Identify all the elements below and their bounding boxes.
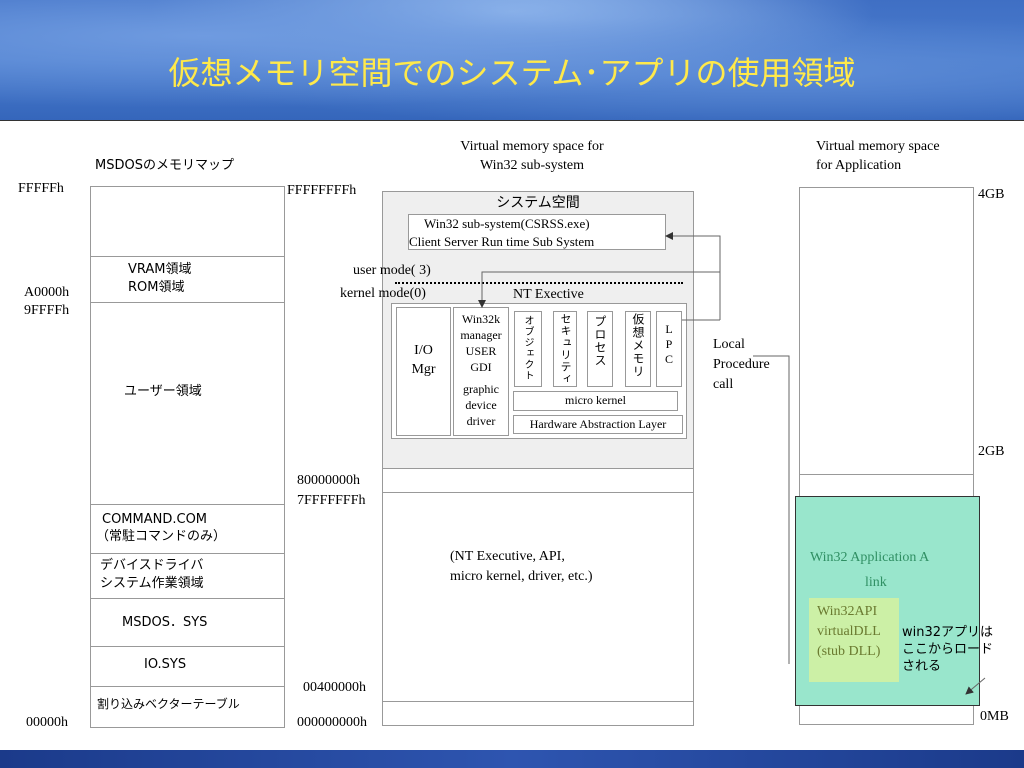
win32k-line-4: GDI xyxy=(470,360,492,374)
divider xyxy=(90,553,285,554)
msdos-device-driver: デバイスドライバ xyxy=(100,558,204,573)
msdos-msdos-sys: MSDOS．SYS xyxy=(122,615,208,630)
load-note-2: ここからロード xyxy=(902,642,994,657)
kernel-to-win32k-connector xyxy=(478,271,721,320)
kernel-mode-label: kernel mode(0) xyxy=(340,286,426,301)
security-label: セキュリティ xyxy=(559,313,572,385)
app-heading-1: Virtual memory space xyxy=(816,139,940,154)
win32-addr-00400000: 00400000h xyxy=(303,680,366,695)
divider xyxy=(90,646,285,647)
msdos-command-note: （常駐コマンドのみ） xyxy=(96,529,227,544)
msdos-vector-table: 割り込みベクターテーブル xyxy=(97,697,240,711)
dll-line-3: (stub DLL) xyxy=(817,644,881,659)
micro-kernel-label: micro kernel xyxy=(565,393,626,407)
msdos-addr-bottom: 00000h xyxy=(26,715,68,730)
graphic-line-2: device xyxy=(465,398,497,412)
win32-addr-top: FFFFFFFFh xyxy=(287,183,357,198)
msdos-system-work: システム作業領域 xyxy=(100,576,204,591)
graphic-line-3: driver xyxy=(466,414,496,428)
win32-addr-80000000: 80000000h xyxy=(297,473,360,488)
dll-line-2: virtualDLL xyxy=(817,624,881,639)
lpc-call-line-2: Procedure xyxy=(713,357,770,372)
footer-bar xyxy=(0,750,1024,768)
msdos-heading: MSDOSのメモリマップ xyxy=(95,158,234,173)
page-title: 仮想メモリ空間でのシステム･アプリの使用領域 xyxy=(168,54,856,92)
win32-addr-0: 000000000h xyxy=(297,715,367,730)
app-0mb-label: 0MB xyxy=(980,709,1009,724)
divider xyxy=(90,686,285,687)
graphic-line-1: graphic xyxy=(463,382,499,396)
csrss-box xyxy=(408,214,666,250)
application-name: Win32 Application A xyxy=(810,550,930,565)
divider xyxy=(382,701,694,702)
title-banner xyxy=(0,0,1024,120)
win32-heading-1: Virtual memory space for xyxy=(460,139,604,154)
divider xyxy=(799,474,974,475)
msdos-memory-column xyxy=(90,186,285,728)
virtual-memory-label: 仮想メモリ xyxy=(631,313,645,378)
msdos-user-area: ユーザー領域 xyxy=(124,384,202,399)
win32k-line-1: Win32k xyxy=(461,312,501,326)
divider xyxy=(90,256,285,257)
lpc-box xyxy=(656,311,682,387)
nt-executive-label: NT Exective xyxy=(513,287,584,302)
csrss-name: Win32 sub-system(CSRSS.exe) xyxy=(424,216,590,231)
csrss-desc: Client Server Run time Sub System xyxy=(409,234,595,249)
virtual-memory-box xyxy=(625,311,651,387)
msdos-io-sys: IO.SYS xyxy=(144,657,187,672)
hal-label: Hardware Abstraction Layer xyxy=(529,417,667,431)
lpc-label: LPC xyxy=(662,322,676,367)
stub-dll-box xyxy=(809,598,899,682)
app-heading-2: for Application xyxy=(816,158,902,173)
process-box xyxy=(587,311,613,387)
lpc-call-connector xyxy=(753,355,790,664)
win32-addr-7fffffff: 7FFFFFFFh xyxy=(297,493,366,508)
dll-line-1: Win32API xyxy=(817,604,878,619)
msdos-addr-9ffff: 9FFFFh xyxy=(24,303,70,318)
divider xyxy=(90,504,285,505)
nt-note-line-2: micro kernel, driver, etc.) xyxy=(450,569,593,584)
divider xyxy=(90,302,285,303)
win32-heading-2: Win32 sub-system xyxy=(479,158,585,173)
win32k-line-3: USER xyxy=(465,344,497,358)
msdos-vram: VRAM領域 xyxy=(128,262,192,277)
mode-boundary xyxy=(395,282,683,284)
hal-box xyxy=(513,415,683,434)
user-mode-label: user mode( 3) xyxy=(353,263,431,278)
win32k-line-2: manager xyxy=(460,328,502,342)
msdos-addr-a0000: A0000h xyxy=(24,285,70,300)
application-link: link xyxy=(865,575,887,590)
msdos-rom: ROM領域 xyxy=(128,280,185,295)
app-2gb-label: 2GB xyxy=(978,444,1005,459)
divider xyxy=(382,492,694,493)
io-manager-label-2: Mgr xyxy=(411,362,436,377)
io-manager-label-1: I/O xyxy=(414,343,433,358)
msdos-addr-top: FFFFFh xyxy=(18,181,64,196)
process-label: プロセス xyxy=(593,315,607,367)
system-space-label: システム空間 xyxy=(496,195,580,211)
lpc-call-line-3: call xyxy=(713,377,734,392)
security-box xyxy=(553,311,577,387)
io-manager-box xyxy=(396,307,451,436)
load-arrow xyxy=(965,677,986,695)
csrss-to-lpc-connector xyxy=(665,232,721,320)
micro-kernel-box xyxy=(513,391,678,411)
object-manager-label: オブジェクト xyxy=(522,315,533,381)
lpc-call-line-1: Local xyxy=(713,337,745,352)
app-4gb-label: 4GB xyxy=(978,187,1005,202)
divider xyxy=(90,598,285,599)
load-note-1: win32アプリは xyxy=(902,625,994,640)
nt-note-line-1: (NT Executive, API, xyxy=(450,549,565,564)
object-manager-box xyxy=(514,311,542,387)
load-note-3: される xyxy=(902,659,942,674)
msdos-command: COMMAND.COM xyxy=(102,512,208,527)
